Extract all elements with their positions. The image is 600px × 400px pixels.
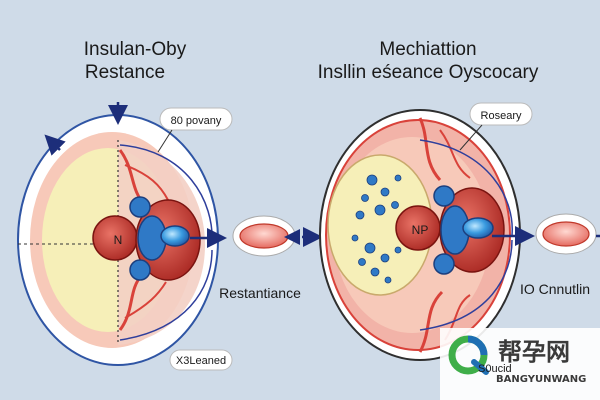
right-cell [319,109,521,361]
left-bottom-callout: X3Leaned [169,349,233,371]
watermark-partial-text: S0ucid [478,363,512,375]
left-title-line1: Insulan-Oby [84,39,187,60]
watermark-en: BANGYUNWANG [496,374,586,385]
left-title-line2: Restance [85,62,165,83]
left-bottom-callout-text: X3Leaned [176,355,226,367]
watermark-logo-icon [448,335,489,375]
right-title-line2: Insllin eśeance Oyscocary [318,62,539,83]
left-nucleus-letter: N [114,233,123,247]
left-callout: 80 povany [157,107,233,153]
left-callout-text: 80 povany [171,115,222,127]
left-footer-label: Restantiance [219,285,301,301]
right-nucleus-letter: NP [412,223,429,237]
watermark-cn: 帮孕网 [498,338,570,366]
left-cell [17,114,219,366]
right-side-label: IO Cnnutlin [520,281,590,297]
right-red-blood-cell [535,213,597,255]
right-callout: Roseary [459,102,533,151]
left-red-blood-cell [232,215,296,257]
right-title-line1: Mechiattion [379,39,476,60]
top-left-arrow [44,134,66,156]
watermark: S0ucid 帮孕网 BANGYUNWANG [440,328,600,400]
right-callout-text: Roseary [481,110,522,122]
